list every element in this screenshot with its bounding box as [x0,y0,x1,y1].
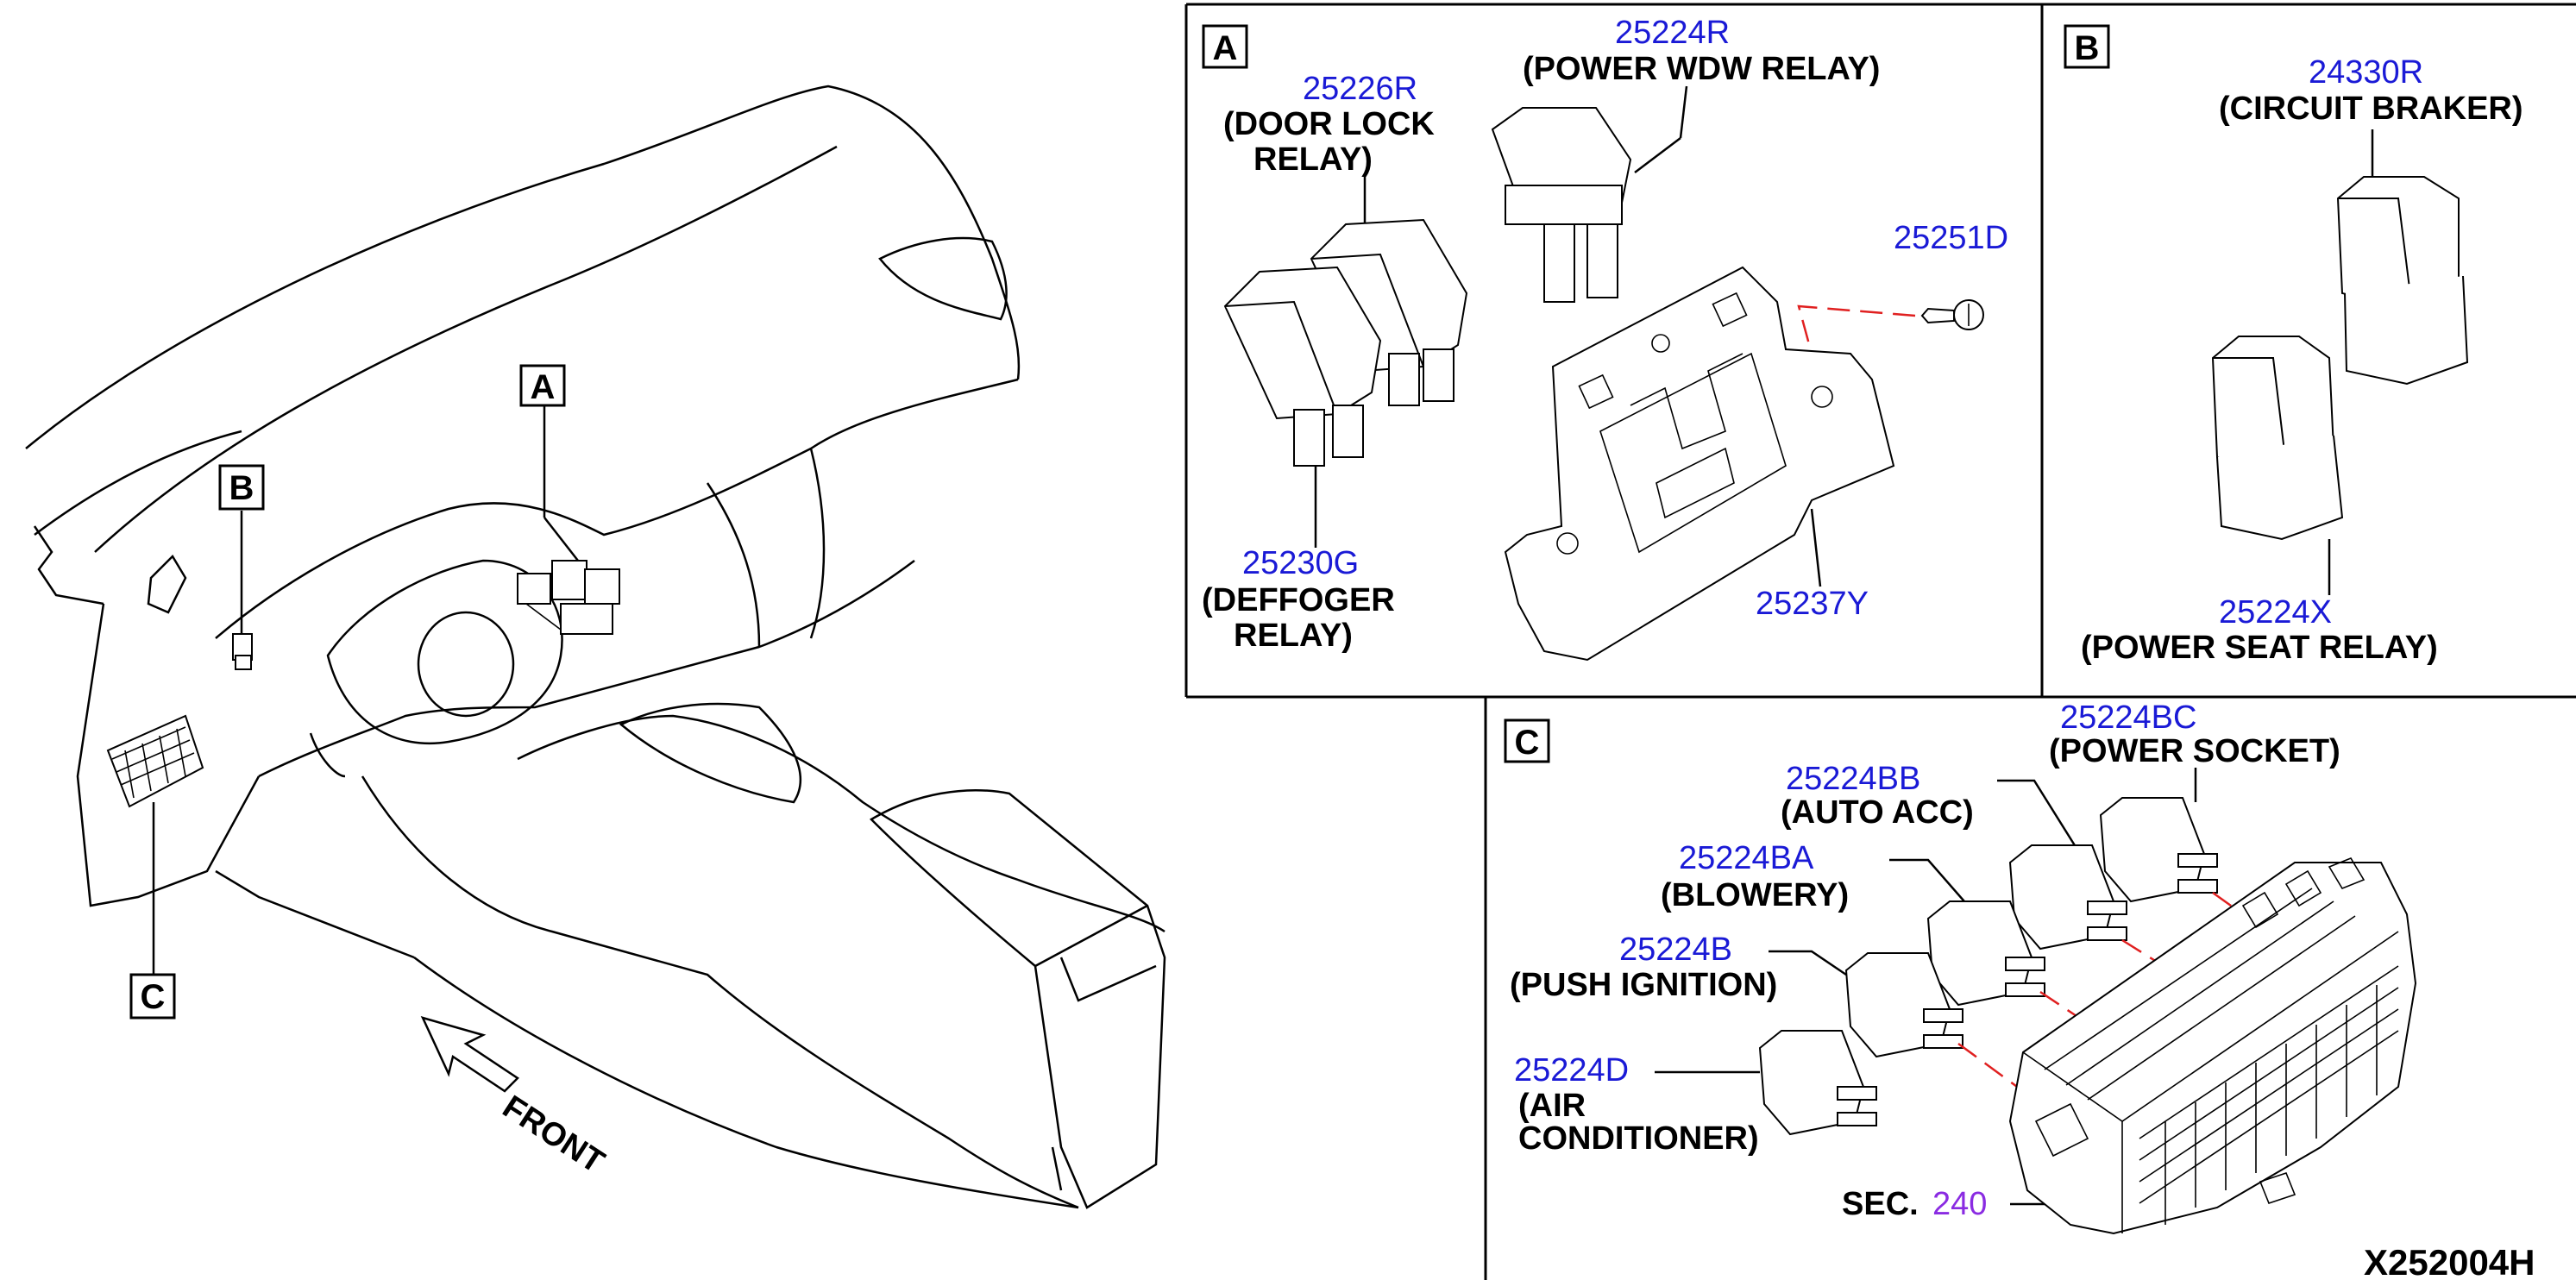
bracket-leader [1810,508,1822,587]
blowery-part-number: 25224BA [1679,840,1814,876]
blowery-dash [2039,990,2080,1020]
svg-text:C: C [141,978,166,1016]
air-conditioner-part-number: 25224D [1514,1052,1629,1089]
circuit-braker-desc: (CIRCUIT BRAKER) [2219,91,2523,127]
deffoger-desc-line2: RELAY) [1234,618,1353,654]
auto-acc-relay [2008,844,2127,951]
panel-a: A 25226R (DOOR LOCK RELAY) 25230G (DEFFO… [1202,15,2008,662]
panel-frames [1184,3,2576,1280]
push-ignition-dash [1957,1042,2024,1093]
door-lock-desc-line1: (DOOR LOCK [1223,106,1435,142]
location-b-relay [232,633,253,670]
panel-c: C 25224BC (POWER SOCKET) 25224BB (AUTO A… [1504,700,2417,1235]
power-wdw-leader [1679,85,1688,139]
svg-text:A: A [1213,29,1238,67]
power-wdw-leader-2 [1634,137,1681,173]
power-seat-relay [2211,336,2344,541]
dashboard-overview: A B C FRONT [25,85,1166,1209]
door-lock-desc-line2: RELAY) [1253,141,1373,178]
callout-c-overview: C [129,973,176,1020]
fuse-block [2008,857,2417,1235]
push-ignition-desc: (PUSH IGNITION) [1510,967,1777,1003]
leader-a-2 [543,517,579,562]
power-seat-part-number: 25224X [2219,594,2332,631]
deffoger-relay [1223,266,1382,467]
panel-a-tag: A [1202,24,1248,69]
svg-text:B: B [229,469,254,507]
callout-b-overview: B [218,464,265,511]
bracket-part-number: 25237Y [1756,586,1869,622]
diagram-code: X252004H [2364,1242,2535,1280]
air-conditioner-desc-line1: (AIR [1518,1088,1586,1124]
power-socket-dash [2212,891,2244,916]
power-socket-relay [2099,797,2218,903]
power-seat-desc: (POWER SEAT RELAY) [2081,630,2438,666]
panel-b-tag: B [2064,24,2110,69]
panel-c-tag: C [1504,718,1550,763]
power-socket-part-number: 25224BC [2060,700,2196,736]
location-c-fuse-block [106,714,204,808]
section-ref-number: 240 [1932,1186,1987,1222]
auto-acc-part-number: 25224BB [1786,761,1920,797]
push-ignition-leader [1769,950,1847,976]
power-wdw-relay [1491,107,1632,303]
power-wdw-desc: (POWER WDW RELAY) [1523,51,1880,87]
auto-acc-leader [1997,779,2079,850]
svg-text:C: C [1515,724,1540,762]
screw-icon [1920,299,1984,330]
air-conditioner-desc-line2: CONDITIONER) [1518,1120,1759,1157]
svg-text:B: B [2075,29,2100,67]
blowery-relay [1926,900,2045,1007]
auto-acc-desc: (AUTO ACC) [1781,794,1974,831]
power-socket-desc: (POWER SOCKET) [2049,733,2340,769]
air-conditioner-relay [1758,1030,1877,1136]
section-ref-prefix: SEC. [1842,1186,1919,1222]
callout-a-overview: A [519,364,566,407]
panel-b: B 24330R (CIRCUIT BRAKER) 25224X (POWER … [2064,24,2523,666]
screw-part-number: 25251D [1894,220,2008,256]
auto-acc-dash [2121,938,2158,963]
circuit-braker-part-number: 24330R [2309,54,2423,91]
circuit-braker [2336,176,2469,386]
power-wdw-part-number: 25224R [1615,15,1730,51]
blowery-desc: (BLOWERY) [1661,877,1849,913]
deffoger-part-number: 25230G [1242,545,1359,581]
svg-text:A: A [531,368,556,406]
front-arrow-icon [420,1016,519,1093]
front-label: FRONT [496,1089,611,1181]
deffoger-desc-line1: (DEFFOGER [1202,582,1395,618]
blowery-leader [1889,858,1976,915]
door-lock-part-number: 25226R [1303,71,1417,107]
location-a-relay-cluster [517,560,620,635]
relay-bracket [1504,266,1895,662]
push-ignition-relay [1844,952,1963,1058]
push-ignition-part-number: 25224B [1619,932,1732,968]
